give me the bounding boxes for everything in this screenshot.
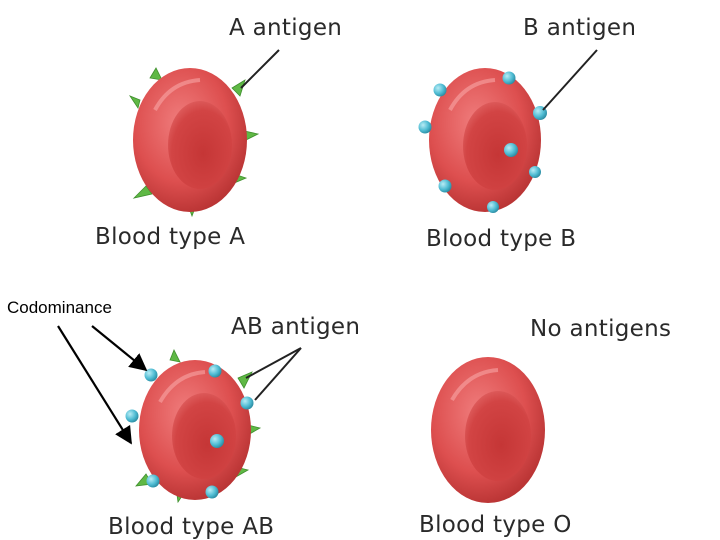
codominance-annotation: Codominance [7, 298, 112, 317]
red-blood-cell-a [128, 67, 260, 218]
b-antigen-label: B antigen [523, 15, 637, 41]
blood-type-o-caption: Blood type O [419, 512, 572, 538]
no-antigens-label: No antigens [530, 316, 672, 342]
ab-antigen-leaders [245, 347, 302, 401]
red-blood-cell-o [431, 357, 545, 503]
b-antigen-leader [542, 49, 598, 111]
ab-antigen-label: AB antigen [231, 314, 361, 340]
codominance-arrows [57, 325, 148, 445]
a-antigen-leader [240, 49, 280, 89]
blood-type-ab-caption: Blood type AB [108, 514, 275, 540]
blood-type-b-caption: Blood type B [426, 226, 577, 252]
blood-type-a-caption: Blood type A [95, 224, 246, 250]
b-antigen-dots [418, 71, 547, 213]
red-blood-cell-ab [125, 349, 262, 504]
red-blood-cell-b [418, 68, 547, 213]
a-antigen-label: A antigen [229, 15, 343, 41]
ab-b-antigen-dots [125, 364, 254, 499]
